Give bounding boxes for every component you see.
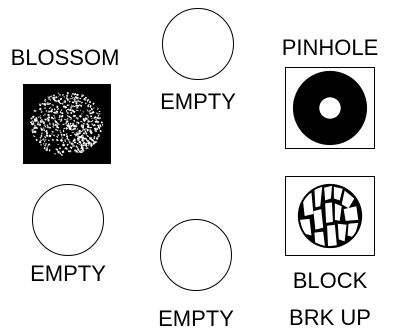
block-breakup-icon <box>285 176 375 256</box>
blossom-icon <box>23 84 111 164</box>
gobo-label-empty: EMPTY <box>18 262 118 286</box>
empty-slot-circle <box>162 8 234 80</box>
empty-slot-circle <box>160 219 232 291</box>
empty-slot-circle <box>32 184 104 256</box>
gobo-label-empty: EMPTY <box>146 307 246 331</box>
gobo-label-empty: EMPTY <box>148 90 248 114</box>
pinhole-icon <box>285 67 375 149</box>
gobo-label-block: BLOCK <box>270 269 390 293</box>
gobo-label-pinhole: PINHOLE <box>270 36 390 60</box>
gobo-label-brk-up: BRK UP <box>270 306 390 330</box>
gobo-label-blossom: BLOSSOM <box>6 46 124 70</box>
